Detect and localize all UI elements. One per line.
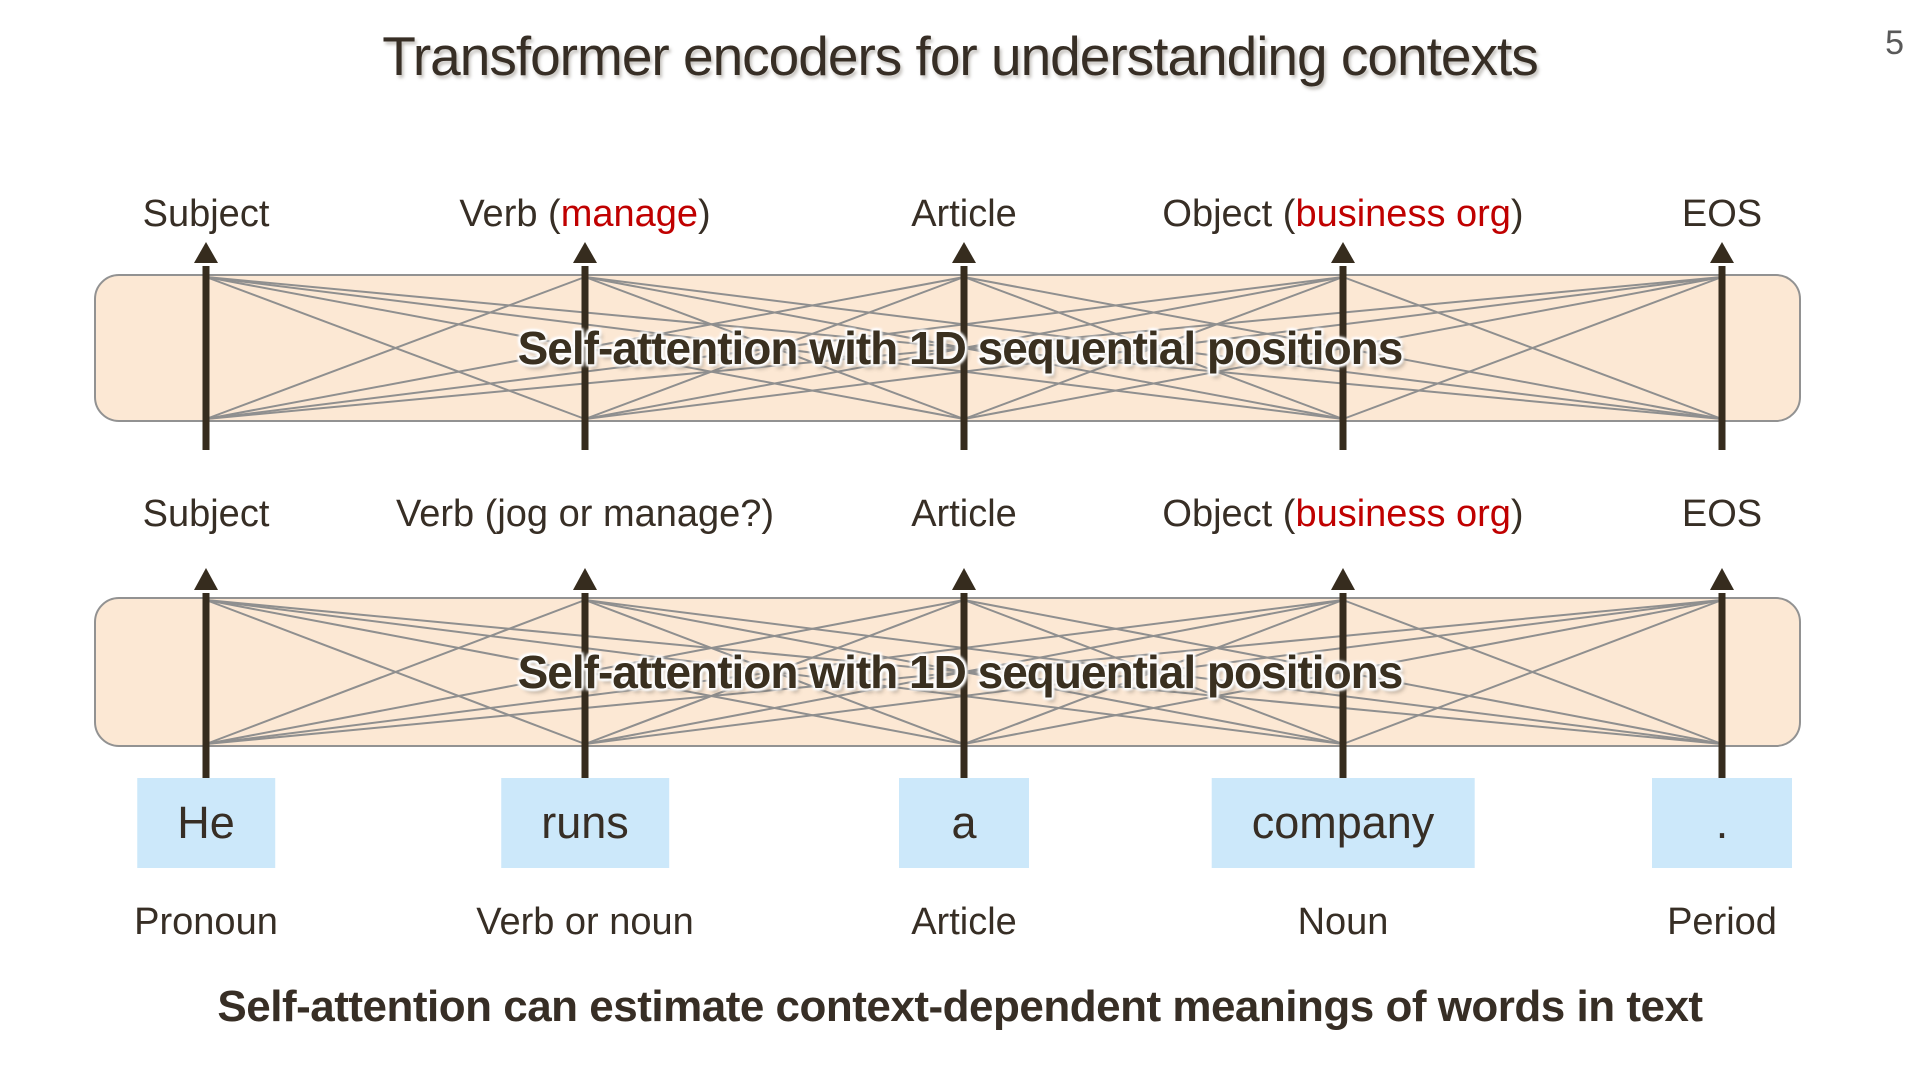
token-chip: company [1211, 778, 1475, 868]
slide-caption: Self-attention can estimate context-depe… [217, 982, 1703, 1031]
page-number: 5 [1885, 24, 1904, 62]
output-label: Article [911, 190, 1017, 238]
label-text: Object ( [1162, 193, 1296, 235]
arrow-head-icon [1331, 568, 1355, 590]
label-red-text: business org [1295, 193, 1511, 235]
label-text: Article [911, 193, 1017, 235]
pos-label: Verb or noun [476, 901, 694, 943]
label-text: Subject [142, 193, 270, 235]
output-label: Verb (jog or manage?) [396, 490, 774, 538]
output-label: Subject [143, 490, 270, 538]
output-label: Verb (manage) [459, 190, 710, 238]
arrow-head-icon [1710, 568, 1734, 590]
output-label: Subject [143, 190, 270, 238]
arrow-head-icon [1331, 242, 1355, 263]
arrow-head-icon [194, 242, 218, 263]
label-text: ) [698, 193, 711, 235]
label-text: ) [1510, 193, 1524, 235]
label-red-text: manage [560, 193, 699, 235]
output-label: Object (business org) [1162, 190, 1523, 238]
output-label: EOS [1682, 490, 1762, 538]
arrow-head-icon [952, 242, 976, 263]
self-attention-box-title-top: Self-attention with 1D sequential positi… [517, 322, 1404, 374]
token-chip: a [899, 778, 1029, 868]
arrow-head-icon [573, 242, 597, 263]
encoder-bottom-output-labels: Subject Verb (jog or manage?) Article Ob… [0, 490, 1920, 540]
output-label: Object (business org) [1162, 490, 1523, 538]
arrow-head-icon [194, 568, 218, 590]
arrow-head-icon [1710, 242, 1734, 263]
self-attention-box-title-bottom: Self-attention with 1D sequential positi… [517, 646, 1404, 698]
pos-label: Pronoun [134, 901, 278, 943]
output-label: EOS [1682, 190, 1762, 238]
label-text: Object ( [1162, 493, 1296, 535]
slide-title: Transformer encoders for understanding c… [382, 25, 1538, 87]
pos-label: Period [1667, 901, 1777, 943]
label-text: EOS [1681, 193, 1763, 235]
label-text: Verb ( [459, 193, 561, 235]
label-red-text: business org [1295, 493, 1511, 535]
label-text: EOS [1681, 493, 1763, 535]
label-text: Verb (jog or manage?) [395, 493, 775, 535]
arrow-head-icon [573, 568, 597, 590]
output-label: Article [911, 490, 1017, 538]
label-text: ) [1510, 493, 1524, 535]
token-chip: runs [501, 778, 669, 868]
token-chip: He [137, 778, 275, 868]
encoder-top-output-labels: Subject Verb (manage) Article Object (bu… [0, 190, 1920, 240]
pos-label: Article [911, 901, 1017, 943]
arrow-head-icon [952, 568, 976, 590]
label-text: Subject [142, 493, 270, 535]
pos-label: Noun [1297, 901, 1389, 943]
pos-label-row: Pronoun Verb or noun Article Noun Period [0, 898, 1920, 946]
label-text: Article [911, 493, 1017, 535]
token-chip: . [1652, 778, 1792, 868]
